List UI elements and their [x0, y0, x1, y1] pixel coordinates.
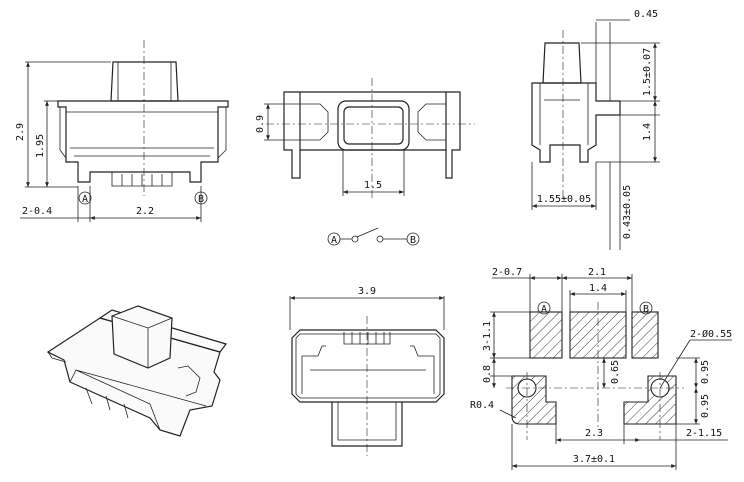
- pcb-pad-span: 2.1: [588, 267, 606, 278]
- schematic-terminal-a: A: [331, 235, 337, 246]
- pcb-pad-width: 2-0.7: [492, 267, 522, 278]
- front-pin-width: 2-0.4: [22, 206, 52, 217]
- top-actuator: 1.5: [364, 180, 382, 191]
- front-height-body: 1.95: [35, 134, 46, 158]
- pcb-terminal-a: A: [541, 304, 547, 315]
- pcb-terminal-b: B: [643, 304, 649, 315]
- front-terminal-b: B: [198, 194, 204, 205]
- bottom-width: 3.9: [358, 286, 376, 297]
- pcb-hole-pitch: 2.3: [585, 428, 603, 439]
- pcb-center-width: 1.4: [589, 283, 607, 294]
- pcb-total-width: 3.7±0.1: [573, 454, 615, 465]
- side-height-actuator: 1.5±0.07: [642, 48, 653, 96]
- isometric-view: [46, 305, 227, 437]
- pcb-layout: 2-0.7 2.1 1.4 A B 3-1.1 0.8 0.65 0.95 0.…: [470, 267, 732, 470]
- side-offset-top: 0.45: [634, 9, 658, 20]
- pcb-center-offset: 0.65: [610, 360, 621, 384]
- pcb-gap: 0.8: [482, 365, 493, 383]
- side-view: 1.5±0.07 1.4 0.45 1.55±0.05 0.43±0.05: [531, 9, 660, 250]
- terminal-b-marker: [194, 191, 208, 205]
- pad-right-top: [631, 311, 659, 359]
- side-standoff: 0.43±0.05: [622, 185, 633, 239]
- side-height-body: 1.4: [642, 123, 653, 141]
- pcb-side-pad: 2-1.15: [686, 428, 722, 439]
- front-height-total: 2.9: [15, 123, 26, 141]
- side-depth: 1.55±0.05: [537, 194, 591, 205]
- switch-schematic: A B: [327, 227, 420, 246]
- pad-left-top: [529, 311, 563, 359]
- top-view: 0.9 1.5: [255, 78, 475, 198]
- pcb-right-lower: 0.95: [700, 394, 711, 418]
- pcb-hole: 2-Ø0.55: [690, 328, 732, 340]
- front-terminal-a: A: [82, 194, 88, 205]
- pcb-pad-height: 3-1.1: [482, 321, 493, 351]
- terminal-a-marker: [78, 191, 92, 205]
- schematic-terminal-b: B: [410, 235, 416, 246]
- pcb-corner-radius: R0.4: [470, 400, 494, 411]
- bottom-view: 3.9: [289, 286, 445, 456]
- top-width: 0.9: [255, 115, 266, 133]
- front-view: 2.9 1.95 2-0.4 2.2 A B: [15, 40, 229, 222]
- front-pin-pitch: 2.2: [136, 206, 154, 217]
- pcb-right-upper: 0.95: [700, 360, 711, 384]
